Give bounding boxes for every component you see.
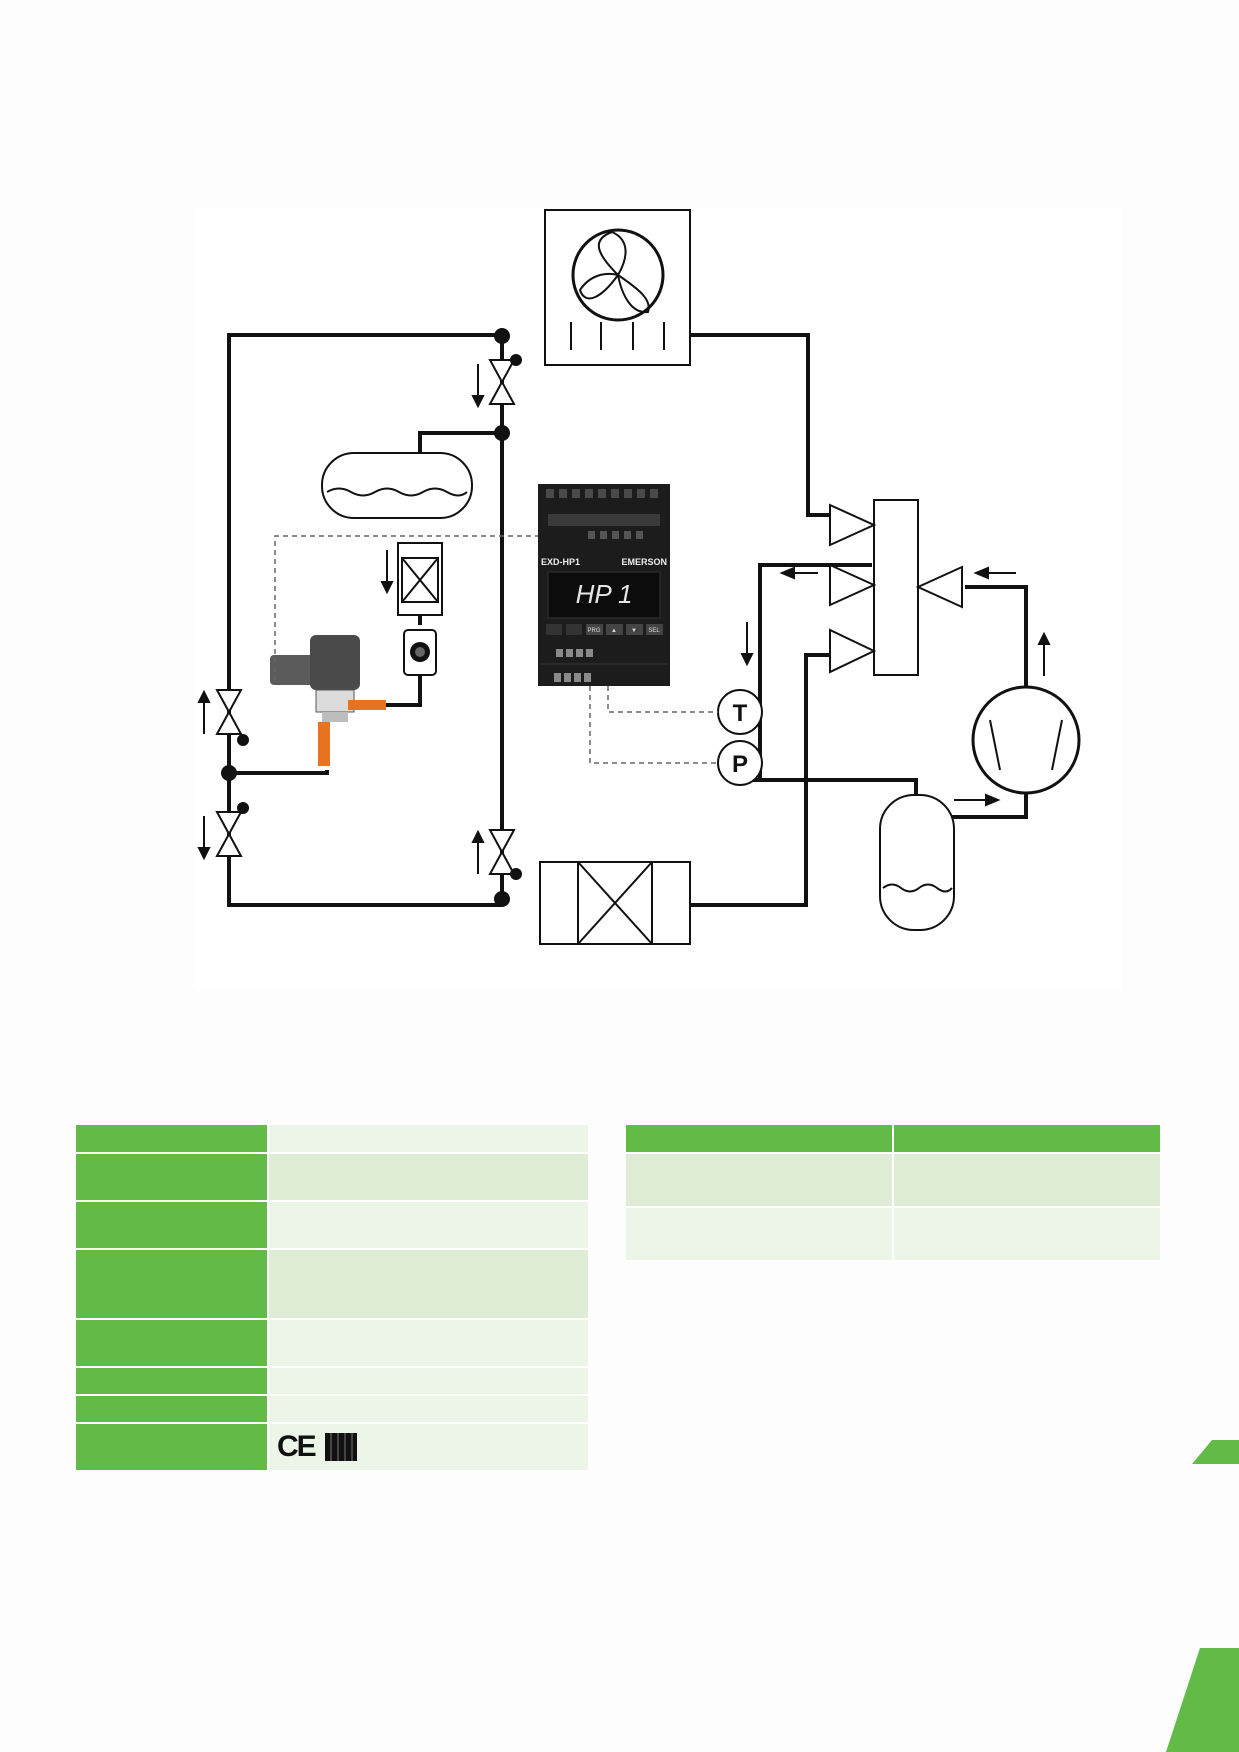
spec-label-cell xyxy=(76,1319,268,1368)
down-button-label: ▼ xyxy=(631,628,637,634)
page-tab-marker xyxy=(1192,1440,1239,1464)
pressure-sensor: P xyxy=(717,740,763,786)
spec-value-cell xyxy=(626,1153,893,1208)
prg-button-label: PRG xyxy=(587,628,600,634)
compressor-icon xyxy=(971,685,1081,795)
spec-header-row xyxy=(626,1125,1160,1154)
spec-value-cell xyxy=(626,1207,893,1262)
spec-row xyxy=(76,1367,588,1396)
spec-value-cell xyxy=(267,1249,588,1320)
shutoff-valve-top xyxy=(488,354,522,405)
filter-drier xyxy=(397,542,443,616)
evaporator-unit xyxy=(539,861,691,945)
eac-mark-icon xyxy=(324,1433,357,1461)
spec-table-right xyxy=(626,1125,1160,1262)
controller-model-label: EXD-HP1 xyxy=(541,557,580,567)
page-number-tab xyxy=(1166,1648,1239,1752)
up-button[interactable] xyxy=(606,624,623,635)
spec-header-cell xyxy=(626,1125,893,1154)
spec-label-cell xyxy=(76,1395,268,1424)
spec-label-cell xyxy=(76,1125,268,1154)
fan-icon xyxy=(578,230,650,314)
spec-table-left: CE xyxy=(76,1125,588,1472)
spec-value-cell xyxy=(892,1153,1160,1208)
sight-glass xyxy=(403,629,437,676)
liquid-receiver xyxy=(321,452,473,519)
temperature-sensor: T xyxy=(717,689,763,735)
ce-mark-icon: CE xyxy=(277,1430,317,1463)
spec-label-cell xyxy=(76,1367,268,1396)
spec-value-cell xyxy=(267,1153,588,1202)
shutoff-valve-left-upper xyxy=(215,689,249,746)
spec-label-cell xyxy=(76,1423,268,1472)
spec-value-cell xyxy=(267,1125,588,1154)
controller-buttons: PRG ▲ ▼ SEL xyxy=(586,624,663,635)
controller-display: HP 1 xyxy=(576,579,633,609)
spec-value-cell xyxy=(892,1207,1160,1262)
prg-button[interactable] xyxy=(586,624,603,635)
spec-row xyxy=(76,1153,588,1202)
certification-marks: CE xyxy=(269,1430,588,1464)
shutoff-valve-left-lower xyxy=(215,802,249,857)
spec-value-cell: CE xyxy=(267,1423,588,1472)
spec-label-cell xyxy=(76,1249,268,1320)
spec-row xyxy=(76,1201,588,1250)
pressure-sensor-label: P xyxy=(732,751,748,778)
spec-row xyxy=(76,1395,588,1424)
spec-header-cell xyxy=(892,1125,1160,1154)
sel-button[interactable] xyxy=(646,624,663,635)
spec-label-cell xyxy=(76,1153,268,1202)
spec-row xyxy=(626,1207,1160,1262)
condenser-fan-unit xyxy=(544,209,691,366)
down-button[interactable] xyxy=(626,624,643,635)
spec-label-cell xyxy=(76,1201,268,1250)
spec-row xyxy=(76,1319,588,1368)
flow-arrows xyxy=(197,364,1051,874)
shutoff-valve-bottom xyxy=(488,829,522,880)
expansion-valve-icon xyxy=(270,635,386,766)
spec-value-cell xyxy=(267,1319,588,1368)
spec-row xyxy=(76,1249,588,1320)
temperature-sensor-label: T xyxy=(733,700,748,727)
spec-value-cell xyxy=(267,1201,588,1250)
reversing-valve xyxy=(829,499,963,676)
pipe-junctions xyxy=(221,328,510,907)
signal-wires xyxy=(274,535,718,764)
controller-module: EXD-HP1 EMERSON HP 1 PRG ▲ ▼ SEL xyxy=(538,484,670,686)
spec-row xyxy=(626,1153,1160,1208)
spec-value-cell xyxy=(267,1395,588,1424)
suction-accumulator xyxy=(879,794,955,931)
spec-row xyxy=(76,1125,588,1154)
sel-button-label: SEL xyxy=(648,628,660,634)
refrigeration-circuit-diagram: T P EXD-HP1 EMERSON HP 1 xyxy=(197,209,1081,945)
up-button-label: ▲ xyxy=(611,628,617,634)
spec-row: CE xyxy=(76,1423,588,1472)
controller-brand-label: EMERSON xyxy=(621,557,667,567)
spec-value-cell xyxy=(267,1367,588,1396)
